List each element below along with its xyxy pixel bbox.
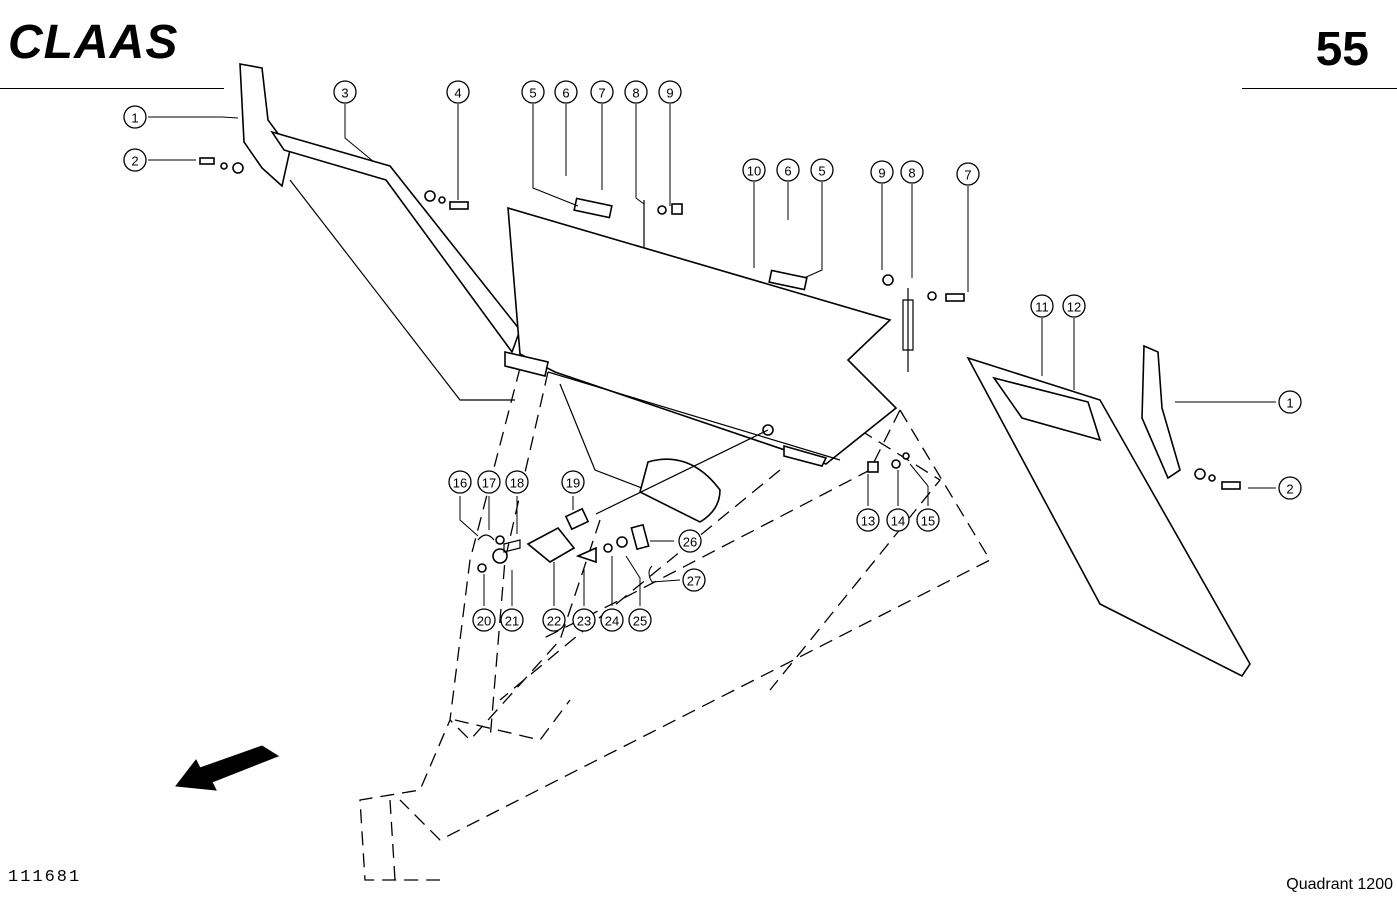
warning-decal (992, 376, 1102, 442)
callout-6-left: 6 (554, 80, 578, 104)
callout-18: 18 (505, 470, 529, 494)
callout-8-right: 8 (900, 160, 924, 184)
callout-6-right: 6 (776, 158, 800, 182)
svg-text:21: 21 (505, 614, 519, 629)
svg-text:2: 2 (131, 154, 138, 169)
svg-text:9: 9 (666, 86, 673, 101)
svg-text:24: 24 (605, 614, 619, 629)
callout-27: 27 (682, 568, 706, 592)
svg-text:18: 18 (510, 476, 524, 491)
callout-15: 15 (916, 508, 940, 532)
callout-1-left: 1 (123, 105, 147, 129)
svg-text:27: 27 (687, 574, 701, 589)
callout-20: 20 (472, 608, 496, 632)
svg-text:1: 1 (131, 111, 138, 126)
svg-text:8: 8 (908, 166, 915, 181)
svg-text:26: 26 (683, 535, 697, 550)
claas-logo: CLAAS (8, 16, 238, 69)
svg-text:2: 2 (1286, 482, 1293, 497)
callout-13: 13 (856, 508, 880, 532)
left-side-plate (270, 130, 521, 354)
brand-text: CLAAS (8, 18, 178, 64)
callout-25: 25 (628, 608, 652, 632)
svg-text:23: 23 (577, 614, 591, 629)
callout-4: 4 (446, 80, 470, 104)
callout-17: 17 (477, 470, 501, 494)
callout-10: 10 (742, 158, 766, 182)
callout-21: 21 (500, 608, 524, 632)
round-plate (639, 458, 721, 523)
svg-text:22: 22 (547, 614, 561, 629)
hardware (199, 157, 1241, 573)
svg-text:4: 4 (454, 86, 461, 101)
callout-26: 26 (678, 529, 702, 553)
gas-strut (902, 288, 914, 372)
callout-11: 11 (1030, 294, 1054, 318)
svg-text:12: 12 (1067, 300, 1081, 315)
lower-angle-strip (504, 350, 549, 377)
callout-7-right: 7 (956, 162, 980, 186)
callout-7-left: 7 (590, 80, 614, 104)
dashed-frame (359, 367, 991, 881)
callout-3: 3 (333, 80, 357, 104)
callout-8-left: 8 (624, 80, 648, 104)
hinge-right (768, 269, 808, 291)
callout-2-right: 2 (1278, 476, 1302, 500)
svg-text:1: 1 (1286, 396, 1293, 411)
svg-text:17: 17 (482, 476, 496, 491)
callout-19: 19 (561, 470, 585, 494)
leader-lines (148, 104, 1276, 606)
callout-22: 22 (542, 608, 566, 632)
right-angle-strip (783, 444, 828, 467)
svg-text:6: 6 (562, 86, 569, 101)
direction-arrow-icon (175, 745, 280, 791)
callout-24: 24 (600, 608, 624, 632)
svg-text:7: 7 (598, 86, 605, 101)
model-name: Quadrant 1200 (1286, 876, 1393, 893)
svg-text:5: 5 (818, 164, 825, 179)
svg-text:3: 3 (341, 86, 348, 101)
callout-2-left: 2 (123, 148, 147, 172)
svg-text:8: 8 (632, 86, 639, 101)
callout-5-left: 5 (521, 80, 545, 104)
page-number: 55 (1315, 23, 1369, 76)
svg-text:11: 11 (1035, 300, 1049, 315)
callout-23: 23 (572, 608, 596, 632)
center-panel (507, 206, 898, 465)
right-bracket (1141, 344, 1181, 480)
claas-logo-mark: CLAAS (8, 16, 178, 69)
svg-text:15: 15 (921, 514, 935, 529)
svg-text:5: 5 (529, 86, 536, 101)
svg-text:6: 6 (784, 164, 791, 179)
callout-12: 12 (1062, 294, 1086, 318)
right-side-plate (966, 356, 1251, 678)
svg-text:19: 19 (566, 476, 580, 491)
callout-16: 16 (448, 470, 472, 494)
hinge-left (573, 197, 613, 219)
callout-5-right: 5 (810, 158, 834, 182)
svg-text:16: 16 (453, 476, 467, 491)
svg-text:10: 10 (747, 164, 761, 179)
header-rule-right (1242, 88, 1397, 89)
header-rule-left (0, 88, 224, 89)
left-bracket (239, 63, 291, 188)
svg-text:13: 13 (861, 514, 875, 529)
drawing-number: 111681 (8, 868, 82, 887)
svg-text:7: 7 (964, 168, 971, 183)
svg-text:9: 9 (878, 166, 885, 181)
callout-14: 14 (886, 508, 910, 532)
callout-1-right: 1 (1278, 390, 1302, 414)
svg-text:14: 14 (891, 514, 905, 529)
callout-9-left: 9 (658, 80, 682, 104)
svg-text:20: 20 (477, 614, 491, 629)
svg-text:25: 25 (633, 614, 647, 629)
callout-9-right: 9 (870, 160, 894, 184)
